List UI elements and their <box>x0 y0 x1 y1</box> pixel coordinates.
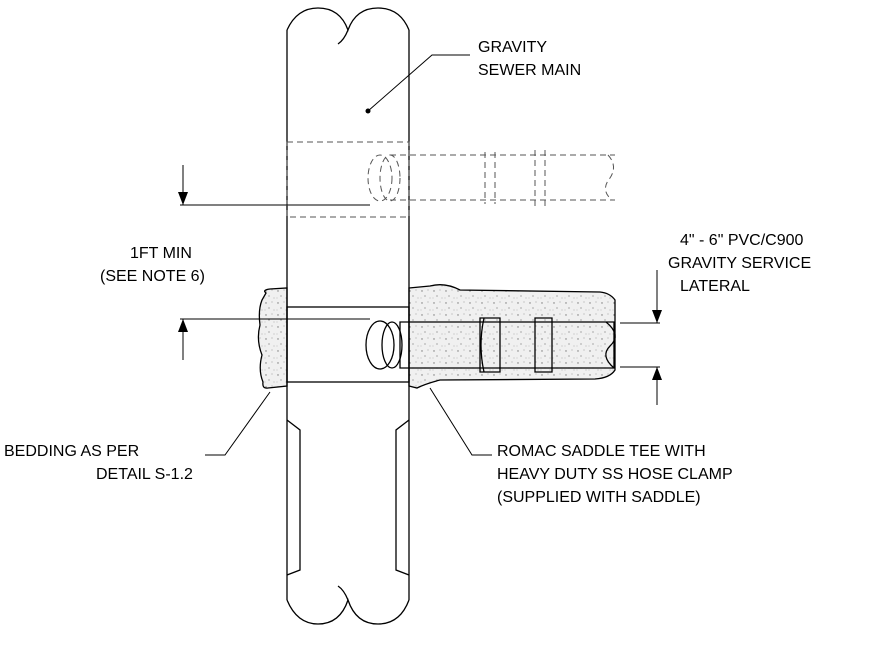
pipe-break-bottom-inner <box>337 585 349 601</box>
service-lateral-pipe <box>365 317 616 373</box>
label-lateral-line2: GRAVITY SERVICE <box>668 255 811 272</box>
leader-sewer-main <box>365 54 470 114</box>
label-bedding-line1: BEDDING AS PER <box>4 443 139 460</box>
pipe-break-top-inner <box>337 29 349 45</box>
label-lateral-line1: 4" - 6" PVC/C900 <box>680 232 804 249</box>
label-saddle-line3: (SUPPLIED WITH SADDLE) <box>497 489 701 506</box>
label-min-line2: (SEE NOTE 6) <box>100 268 205 285</box>
leader-bedding <box>205 391 271 456</box>
dimension-1ft-min <box>178 165 370 360</box>
bedding-area <box>257 287 288 389</box>
saddle-band-alt <box>286 141 410 218</box>
label-sewer-main-line1: GRAVITY <box>478 39 547 56</box>
label-min-line1: 1FT MIN <box>130 245 192 262</box>
label-bedding-line2: DETAIL S-1.2 <box>96 466 193 483</box>
label-sewer-main-line2: SEWER MAIN <box>478 62 581 79</box>
lateral-alt-dashed <box>367 150 615 206</box>
label-saddle-line2: HEAVY DUTY SS HOSE CLAMP <box>497 466 733 483</box>
sewer-main-pipe <box>286 30 410 600</box>
pipe-bell-section <box>286 419 410 576</box>
pipe-break-bottom <box>286 597 410 625</box>
dimension-lateral-diameter <box>620 270 662 405</box>
saddle-band <box>286 306 410 383</box>
pipe-break-top <box>286 7 410 32</box>
bedding-area-right <box>408 284 616 389</box>
leader-saddle <box>429 387 492 456</box>
label-saddle-line1: ROMAC SADDLE TEE WITH <box>497 443 706 460</box>
label-lateral-line3: LATERAL <box>680 278 750 295</box>
